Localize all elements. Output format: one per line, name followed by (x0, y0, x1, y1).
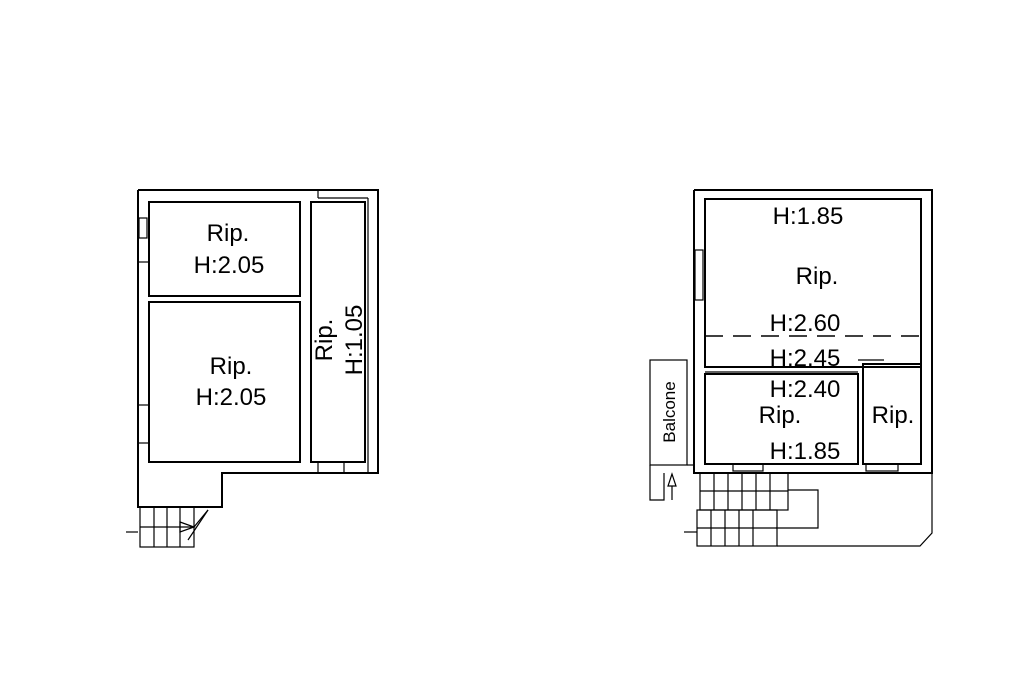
left-room-top-height: H:2.05 (194, 252, 265, 279)
right-window-bottom-2 (865, 463, 899, 472)
left-room-side-height: H:1.05 (341, 305, 368, 376)
right-main-top-height: H:1.85 (773, 203, 844, 230)
left-room-bottom (148, 301, 301, 463)
left-floor-plan: Rip. H:2.05 Rip. H:2.05 Rip. H:1.05 (126, 189, 379, 548)
right-terrace-outline (777, 473, 933, 547)
right-room-main (704, 198, 922, 368)
right-main-name: Rip. (796, 263, 839, 290)
right-floor-plan: H:1.85 Rip. H:2.60 H:2.45 H:2.40 Rip. H:… (649, 189, 933, 547)
right-window-bottom-1 (732, 463, 764, 472)
right-band-height: H:2.45 (770, 345, 841, 372)
right-main-lower-height: H:2.60 (770, 310, 841, 337)
right-room-lower-left (704, 373, 859, 465)
right-lower-left-bottom-height: H:1.85 (770, 438, 841, 465)
right-window-left (694, 249, 704, 301)
right-lower-right-name: Rip. (872, 402, 915, 429)
left-room-top (148, 201, 301, 297)
left-room-side (310, 201, 366, 463)
left-room-bottom-name: Rip. (210, 353, 253, 380)
left-outer-wall (137, 189, 379, 508)
right-lower-left-name: Rip. (759, 402, 802, 429)
stair-arrow-icon (179, 521, 196, 533)
right-stair-arrow-icon (667, 472, 677, 487)
right-balcony (649, 359, 688, 466)
right-stairs (649, 465, 933, 547)
left-room-side-name: Rip. (311, 319, 338, 362)
left-window (138, 217, 148, 239)
left-stairs (126, 506, 209, 548)
left-room-bottom-height: H:2.05 (196, 384, 267, 411)
left-room-top-name: Rip. (207, 220, 250, 247)
right-lower-left-top-height: H:2.40 (770, 376, 841, 403)
right-balcony-label: Balcone (660, 381, 679, 442)
